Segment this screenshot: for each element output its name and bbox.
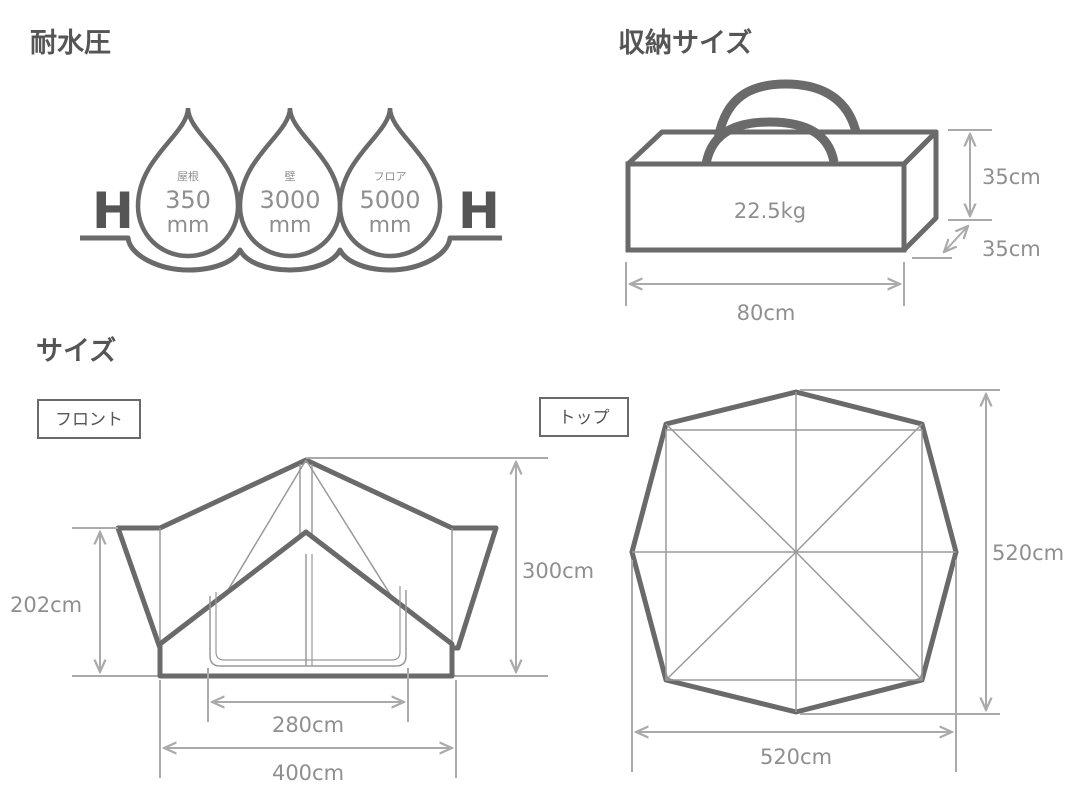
front-height-total: 300cm [522,559,594,583]
tent-front-view: 300cm 202cm 280cm 400cm [10,457,594,785]
spoke-sw [665,551,797,681]
roof-line-left [215,459,307,611]
bag-handle-front [701,117,839,166]
roof-drop-label: 屋根 [177,169,199,183]
bag-depth: 35cm [982,237,1041,261]
roof-line-right [305,459,401,611]
top-label: トップ [559,408,610,428]
floor-drop-value: 5000 [359,186,420,214]
front-label-box [37,399,141,439]
wall-drop-value: 3000 [259,186,320,214]
wall-drop-icon [237,107,343,259]
bag-weight: 22.5kg [734,199,806,223]
tent-top-view: 520cm 520cm [629,389,1064,772]
bag-side-face [902,129,939,252]
front-height-wall: 202cm [10,593,82,617]
ground-line-outer [80,235,502,273]
wall-drop-unit: mm [269,213,312,238]
bag-handle-back [713,79,861,141]
roof-drop-value: 350 [165,186,211,214]
spoke-se [795,551,923,681]
water-pressure-graphic: H H 屋根 350 mm 壁 3000 mm フロア 5000 mm [80,107,502,273]
roof-drop-unit: mm [167,213,210,238]
storage-bag-graphic: 22.5kg 35cm 35cm 80cm [625,79,1041,325]
front-label: フロント [55,410,123,430]
top-label-box [539,397,629,437]
top-width: 520cm [760,745,832,769]
bag-height: 35cm [982,165,1041,189]
size-title: サイズ [36,335,116,367]
bag-front-face [625,161,907,253]
wall-drop-label: 壁 [285,169,296,183]
floor-drop-label: フロア [374,170,407,183]
floor-drop-unit: mm [369,213,412,238]
top-inner-square [665,429,923,681]
depth-dim-line [944,226,968,252]
storage-title: 収納サイズ [618,27,752,59]
front-width-inner: 280cm [272,713,344,737]
h-letter-right: H [458,182,500,240]
roof-drop-icon [135,107,241,259]
water-pressure-title: 耐水圧 [30,28,111,59]
floor-drop-icon [337,107,443,259]
front-door [209,590,407,667]
front-door-inner [215,586,401,661]
h-letter-left: H [92,182,134,240]
spoke-ne [795,423,923,553]
spoke-nw [665,423,797,553]
top-height: 520cm [992,541,1064,565]
bag-width: 80cm [737,301,796,325]
front-width-outer: 400cm [272,761,344,785]
bag-top-face [625,129,939,167]
